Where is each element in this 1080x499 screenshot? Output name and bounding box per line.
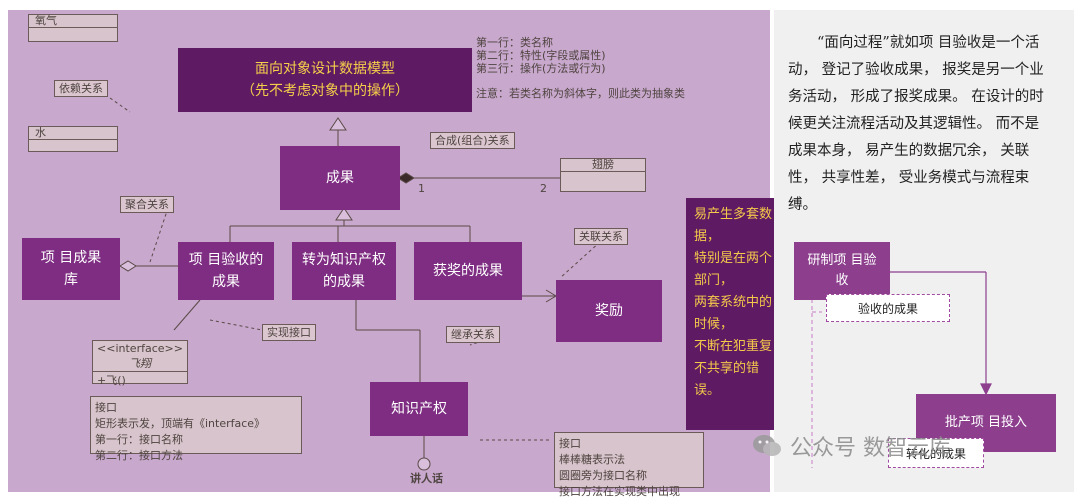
interface-class-box: <<interface>> 飞翔 +飞() [92,340,188,387]
dependency-label: 依赖关系 [54,80,108,97]
inherit-label: 继承关系 [446,326,500,343]
watermark-text: 公众号 数智云库 [790,436,951,461]
lollipop-interface-name: 讲人话 [410,472,443,485]
wing-class-box: 翅膀 [560,158,646,192]
interface-method: +飞() [97,374,126,387]
wechat-icon [753,435,781,456]
implement-label: 实现接口 [262,324,316,341]
oxygen-class-box: 氧气 [28,14,118,42]
diagram-title: 面向对象设计数据模型 [255,61,395,77]
flow-box-rd-acceptance: 研制项 目验收 [794,242,890,300]
legend-line: 第一行：类名称 [476,36,553,49]
legend-line: 注意：若类名称为斜体字，则此类为抽象类 [476,87,685,100]
watermark: 公众号 数智云库 [752,430,951,462]
water-class-box: 水 [28,126,118,152]
multiplicity-two: 2 [540,182,547,195]
diagram-subtitle: （先不考虑对象中的操作） [241,83,409,99]
doc-acceptance-results: 验收的成果 [826,294,950,322]
interface-note-line: 第二行：接口方法 [95,449,183,462]
wing-class-name: 翅膀 [561,159,645,172]
achievement-node: 成果 [280,146,400,210]
interface-name: 飞翔 [93,355,187,372]
doc-converted-results: 转化的成果 [888,438,984,468]
warning-callout: 易产生多套数据， 特别是在两个部门， 两套系统中的时候， 不断在犯重复不共享的错… [686,198,782,430]
callout-line: 易产生多套数据， [694,207,773,244]
class-legend-note: 第一行：类名称 第二行：特性(字段或属性) 第三行：操作(方法或行为) 注意：若… [476,36,685,100]
sidebar-paragraph: “面向过程”就如项 目验收是一个活动， 登记了验收成果， 报奖是另一个业务活动，… [788,35,1044,213]
diagram-title-box: 面向对象设计数据模型 （先不考虑对象中的操作） [178,48,472,112]
multiplicity-one: 1 [418,182,425,195]
interface-stereotype: <<interface>> [97,342,183,355]
lollipop-note-line: 接口方法在实现类中出现 [559,485,680,498]
lollipop-note: 接口 棒棒糖表示法 圆圈旁为接口名称 接口方法在实现类中出现 [554,432,704,498]
callout-line: 不断在犯重复不共享的错误。 [694,339,773,398]
callout-line: 两套系统中的时候， [694,295,773,332]
ip-node: 知识产权 [370,382,468,436]
interface-note-line: 接口 [95,401,117,414]
aggregation-label: 聚合关系 [120,196,174,213]
oxygen-class-name: 氧气 [29,15,117,28]
interface-note-line: 第一行：接口名称 [95,433,183,446]
lollipop-note-line: 圆圈旁为接口名称 [559,469,647,482]
interface-note-line: 矩形表示发，顶端有《interface》 [95,417,266,430]
legend-line: 第二行：特性(字段或属性) [476,49,606,62]
ip-conversion-node: 转为知识产权的成果 [292,242,396,300]
legend-line: 第三行：操作(方法或行为) [476,62,606,75]
callout-line: 特别是在两个部门， [694,251,773,288]
composition-label: 合成(组合)关系 [430,132,515,149]
lollipop-note-line: 棒棒糖表示法 [559,453,625,466]
project-acceptance-node: 项 目验收的成果 [178,242,274,300]
interface-note: 接口 矩形表示发，顶端有《interface》 第一行：接口名称 第二行：接口方… [90,396,302,462]
reward-node: 奖励 [556,280,662,342]
association-label: 关联关系 [574,228,628,245]
award-result-node: 获奖的成果 [414,242,522,300]
diagram-connectors [109,97,601,471]
lollipop-note-line: 接口 [559,437,581,450]
project-library-node: 项 目成果库 [22,238,120,300]
water-class-name: 水 [29,127,117,140]
